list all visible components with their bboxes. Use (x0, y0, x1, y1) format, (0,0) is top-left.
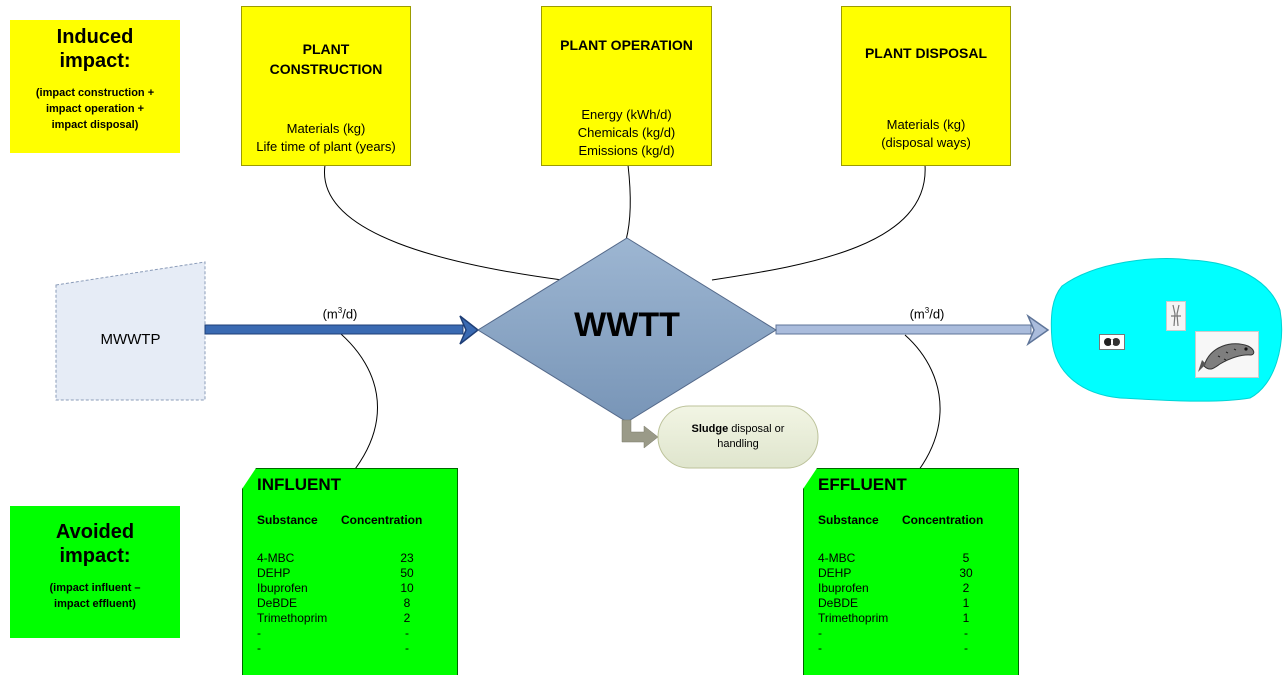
sludge-pill (657, 405, 819, 469)
plant-construction-title-line2: CONSTRUCTION (269, 61, 383, 77)
plant-operation-line1: Energy (kWh/d) (581, 107, 672, 122)
influent-row-substance: 4-MBC (257, 551, 295, 565)
influent-row-concentration: 23 (400, 551, 414, 565)
influent-row-concentration: 8 (403, 596, 411, 610)
influent-row-concentration: 10 (400, 581, 414, 595)
mwwtp-label: MWWTP (100, 331, 161, 348)
induced-title-line2: impact: (59, 50, 131, 72)
influent-row-concentration: - (405, 626, 409, 640)
effluent-flow-label: (m3/d) (887, 306, 967, 321)
induced-impact-box: Induced impact: (impact construction + i… (10, 20, 180, 153)
effluent-row-concentration: 30 (959, 566, 973, 580)
influent-col-substance: Substance (257, 513, 318, 527)
influent-title: INFLUENT (257, 475, 342, 494)
influent-col-concentration: Concentration (341, 513, 423, 527)
plant-disposal-line1: Materials (kg) (886, 117, 966, 132)
effluent-row-substance: - (818, 626, 822, 640)
sludge-arrow (621, 419, 659, 449)
influent-arrow (204, 315, 480, 345)
plant-disposal-title: PLANT DISPOSAL (864, 45, 988, 61)
plant-construction-title-line1: PLANT (302, 41, 350, 57)
plant-operation-line3: Emissions (kg/d) (578, 143, 675, 158)
effluent-row-substance: 4-MBC (818, 551, 856, 565)
small-fish-icon (1099, 334, 1125, 350)
influent-flow-sup: 3 (337, 306, 343, 315)
effluent-row-substance: - (818, 641, 822, 655)
influent-box: INFLUENT Substance Concentration 4-MBC 23… (242, 468, 458, 675)
plant-construction-box: PLANT CONSTRUCTION Materials (kg) Life t… (241, 6, 411, 166)
induced-detail-line2: impact operation + (45, 103, 145, 115)
effluent-row-concentration: 2 (962, 581, 970, 595)
trout-icon (1195, 331, 1259, 378)
influent-row-substance: - (257, 626, 261, 640)
avoided-detail-line1: (impact influent – (49, 582, 141, 594)
effluent-flow-sup: 3 (924, 306, 930, 315)
effluent-row-concentration: - (964, 641, 968, 655)
plant-operation-line2: Chemicals (kg/d) (577, 125, 676, 140)
induced-detail-line1: (impact construction + (35, 87, 155, 99)
avoided-impact-box: Avoided impact: (impact influent – impac… (10, 506, 180, 638)
influent-row-substance: DEHP (257, 566, 291, 580)
wwtt-label: WWTT (574, 306, 680, 344)
effluent-flow-post: /d) (929, 306, 945, 322)
influent-row-substance: DeBDE (257, 596, 298, 610)
influent-flow-pre: (m (322, 306, 338, 322)
connector-operation (625, 164, 631, 241)
induced-detail-line3: impact disposal) (51, 119, 139, 131)
effluent-title: EFFLUENT (818, 475, 907, 494)
connector-disposal (711, 164, 926, 281)
effluent-row-concentration: 1 (962, 596, 970, 610)
influent-row-concentration: 50 (400, 566, 414, 580)
avoided-title-line1: Avoided (55, 521, 135, 543)
influent-row-substance: Ibuprofen (257, 581, 308, 595)
influent-row-substance: - (257, 641, 261, 655)
effluent-row-concentration: - (964, 626, 968, 640)
effluent-col-concentration: Concentration (902, 513, 984, 527)
sludge-bold: Sludge (691, 423, 729, 435)
effluent-row-substance: Ibuprofen (818, 581, 869, 595)
sludge-rest2: handling (717, 438, 759, 450)
induced-title-line1: Induced (56, 26, 134, 48)
sludge-rest1: disposal or (728, 423, 785, 435)
plant-disposal-box: PLANT DISPOSAL Materials (kg) (disposal … (841, 6, 1011, 166)
plant-operation-title: PLANT OPERATION (560, 37, 693, 53)
effluent-row-concentration: 5 (962, 551, 970, 565)
plant-operation-box: PLANT OPERATION Energy (kWh/d) Chemicals… (541, 6, 712, 166)
plant-construction-line1: Materials (kg) (286, 121, 366, 136)
influent-flow-post: /d) (342, 306, 358, 322)
avoided-detail-line2: impact effluent) (54, 598, 136, 610)
plant-disposal-line2: (disposal ways) (881, 135, 971, 150)
avoided-title-line2: impact: (59, 545, 131, 567)
effluent-row-substance: DeBDE (818, 596, 859, 610)
crustacean-icon (1166, 301, 1186, 331)
sludge-label: Sludge disposal or handling (662, 422, 814, 452)
influent-row-substance: Trimethoprim (257, 611, 328, 625)
effluent-col-substance: Substance (818, 513, 879, 527)
effluent-row-substance: Trimethoprim (818, 611, 889, 625)
influent-row-concentration: - (405, 641, 409, 655)
influent-flow-label: (m3/d) (300, 306, 380, 321)
mwwtp-shape (55, 261, 206, 401)
influent-row-concentration: 2 (403, 611, 411, 625)
connector-construction (324, 164, 563, 281)
effluent-flow-pre: (m (909, 306, 925, 322)
effluent-row-concentration: 1 (962, 611, 970, 625)
effluent-row-substance: DEHP (818, 566, 852, 580)
plant-construction-line2: Life time of plant (years) (256, 139, 396, 154)
